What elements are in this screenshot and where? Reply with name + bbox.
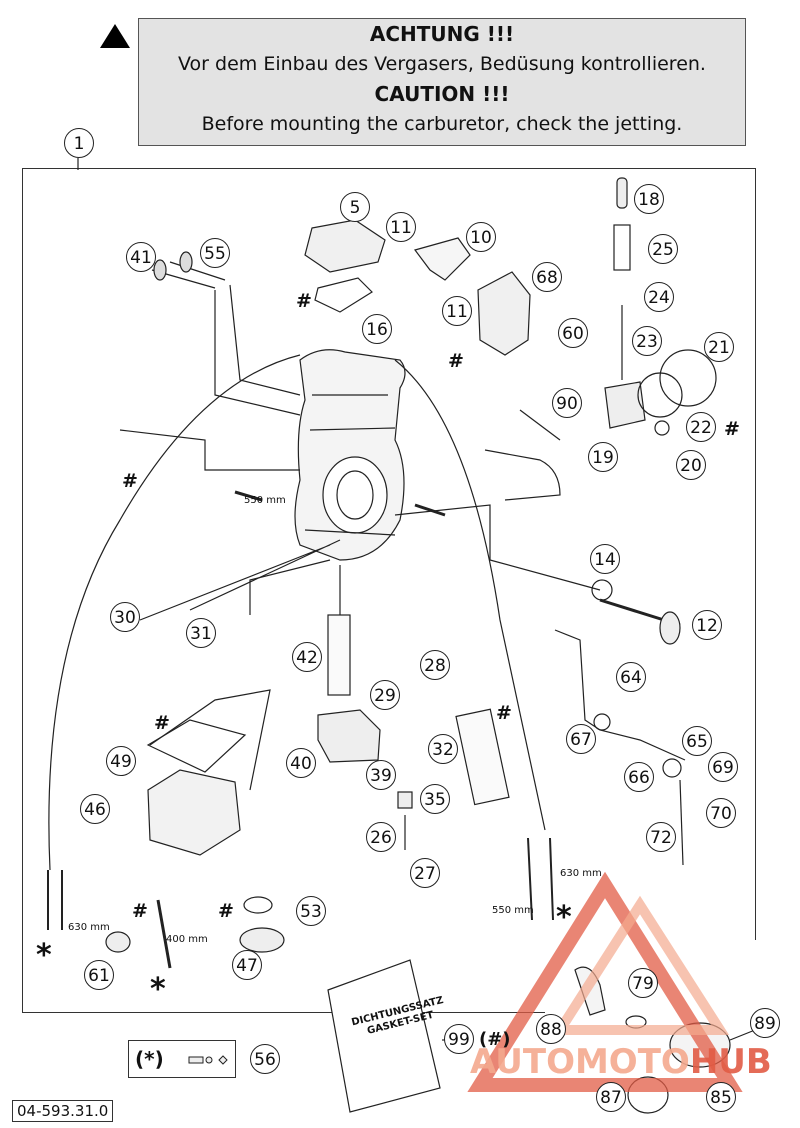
kit-symbol: (*)	[135, 1047, 164, 1071]
gasket-set-symbol: (#)	[479, 1029, 511, 1050]
callout-25: 25	[648, 234, 678, 264]
caution-banner: ACHTUNG !!! Vor dem Einbau des Vergasers…	[138, 18, 746, 146]
hose-length-label: 550 mm	[244, 495, 286, 506]
callout-27: 27	[410, 858, 440, 888]
callout-67: 67	[566, 724, 596, 754]
callout-21: 21	[704, 332, 734, 362]
banner-en-text: Before mounting the carburetor, check th…	[201, 113, 683, 135]
hash-mark: #	[122, 470, 138, 492]
callout-49: 49	[106, 746, 136, 776]
watermark-part2: HUB	[689, 1042, 772, 1082]
watermark-part1: AUTOMOTO	[470, 1042, 690, 1082]
callout-88: 88	[536, 1014, 566, 1044]
kit-box: (*)	[128, 1040, 236, 1078]
banner-en-title: CAUTION !!!	[374, 82, 510, 106]
callout-10: 10	[466, 222, 496, 252]
callout-56: 56	[250, 1044, 280, 1074]
callout-16: 16	[362, 314, 392, 344]
document-number: 04-593.31.0	[12, 1100, 114, 1122]
callout-35: 35	[420, 784, 450, 814]
callout-66: 66	[624, 762, 654, 792]
kit-parts-icon	[188, 1055, 228, 1065]
callout-22: 22	[686, 412, 716, 442]
hash-mark: #	[296, 290, 312, 312]
callout-12: 12	[692, 610, 722, 640]
callout-20: 20	[676, 450, 706, 480]
callout-89: 89	[750, 1008, 780, 1038]
callout-29: 29	[370, 680, 400, 710]
hash-mark: #	[218, 900, 234, 922]
callout-47: 47	[232, 950, 262, 980]
callout-46: 46	[80, 794, 110, 824]
callout-64: 64	[616, 662, 646, 692]
callout-28: 28	[420, 650, 450, 680]
callout-18: 18	[634, 184, 664, 214]
hose-length-label: 400 mm	[166, 934, 208, 945]
callout-24: 24	[644, 282, 674, 312]
callout-72: 72	[646, 822, 676, 852]
callout-85: 85	[706, 1082, 736, 1112]
callout-5: 5	[340, 192, 370, 222]
callout-42: 42	[292, 642, 322, 672]
callout-41: 41	[126, 242, 156, 272]
callout-26: 26	[366, 822, 396, 852]
hash-mark: #	[154, 712, 170, 734]
callout-65: 65	[682, 726, 712, 756]
callout-14: 14	[590, 544, 620, 574]
callout-60: 60	[558, 318, 588, 348]
callout-68: 68	[532, 262, 562, 292]
star-mark: *	[150, 972, 166, 1007]
callout-53: 53	[296, 896, 326, 926]
callout-61: 61	[84, 960, 114, 990]
callout-31: 31	[186, 618, 216, 648]
callout-70: 70	[706, 798, 736, 828]
callout-69: 69	[708, 752, 738, 782]
banner-de-text: Vor dem Einbau des Vergasers, Bedüsung k…	[178, 53, 706, 75]
star-mark: *	[556, 900, 572, 935]
callout-79: 79	[628, 968, 658, 998]
callout-39: 39	[366, 760, 396, 790]
hash-mark: #	[724, 418, 740, 440]
star-mark: *	[36, 938, 52, 973]
callout-19: 19	[588, 442, 618, 472]
callout-55: 55	[200, 238, 230, 268]
callout-30: 30	[110, 602, 140, 632]
callout-23: 23	[632, 326, 662, 356]
callout-11b: 11	[442, 296, 472, 326]
hash-mark: #	[496, 702, 512, 724]
hash-mark: #	[448, 350, 464, 372]
callout-32: 32	[428, 734, 458, 764]
watermark-logo: AUTOMOTOHUB	[470, 1042, 772, 1082]
callout-1: 1	[64, 128, 94, 158]
hash-mark: #	[132, 900, 148, 922]
callout-87: 87	[596, 1082, 626, 1112]
callout-40: 40	[286, 748, 316, 778]
hose-length-label: 630 mm	[68, 922, 110, 933]
banner-de-title: ACHTUNG !!!	[369, 22, 515, 46]
callout-11: 11	[386, 212, 416, 242]
hose-length-label: 550 mm	[492, 905, 534, 916]
hose-length-label: 630 mm	[560, 868, 602, 879]
callout-90: 90	[552, 388, 582, 418]
callout-99: 99	[444, 1024, 474, 1054]
warning-triangle-icon	[100, 24, 130, 48]
